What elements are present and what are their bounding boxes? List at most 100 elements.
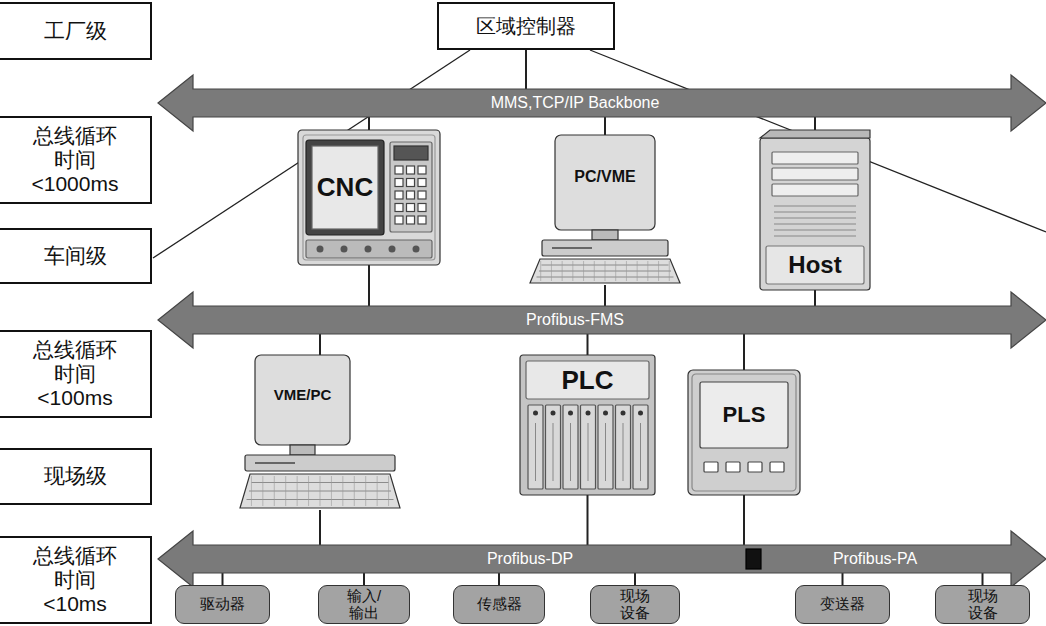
io-module (546, 405, 561, 489)
key-divider (658, 261, 659, 281)
vent-line (774, 236, 856, 237)
key (395, 191, 403, 199)
panel-button (726, 462, 740, 472)
key-divider (308, 476, 309, 506)
panel-button (748, 462, 762, 472)
bus-connector (319, 334, 321, 355)
monitor (255, 355, 350, 445)
panel-case (688, 370, 800, 495)
control-knob (389, 246, 396, 253)
illustration (530, 135, 680, 285)
bus-connector (222, 573, 224, 585)
vent-line (774, 224, 856, 225)
key-divider (572, 261, 573, 281)
computer-station: VME/PC (240, 355, 400, 510)
device-label: 变送器 (820, 596, 865, 613)
module-slot (570, 423, 571, 481)
pls-panel: PLS (688, 370, 800, 495)
cycle-time-box: 总线循环 时间 <100ms (0, 330, 152, 418)
drive-slot (255, 462, 295, 464)
key-divider (562, 261, 563, 281)
bus-connector (587, 334, 589, 355)
key-divider (637, 261, 638, 281)
key (418, 191, 426, 199)
control-knob (365, 246, 372, 253)
panel-button (770, 462, 784, 472)
controller-label: 区域控制器 (476, 15, 576, 38)
system-unit (542, 240, 668, 256)
device-label: 传感器 (477, 596, 522, 613)
cycle-time-box: 总线循环 时间 <1000ms (0, 116, 152, 204)
bus-connector (604, 117, 606, 135)
bus-connector (363, 573, 365, 585)
device-label: CNC (312, 146, 378, 229)
bus-connector (498, 573, 500, 585)
field-device-box: 传感器 (453, 585, 545, 624)
key (418, 179, 426, 187)
key-divider (297, 476, 298, 506)
control-knob (317, 246, 324, 253)
monitor (555, 135, 655, 230)
key-divider (274, 476, 275, 506)
bus-connector (982, 573, 984, 585)
bus-arrow: Profibus-DPProfibus-PA (158, 545, 1046, 573)
key (418, 166, 426, 174)
level-label: 总线循环 时间 <10ms (27, 544, 123, 616)
module-slot (640, 423, 641, 481)
key-divider (669, 261, 670, 281)
bus-label: Profibus-DP (487, 550, 573, 568)
key-divider (540, 261, 541, 281)
module-led (621, 411, 626, 416)
module-led (586, 411, 591, 416)
key (395, 166, 403, 174)
drive-bay (772, 184, 858, 196)
bus-connector (604, 285, 606, 306)
bus-connector (368, 265, 370, 306)
vent-line (774, 230, 856, 231)
io-module (598, 405, 613, 489)
module-led (533, 411, 538, 416)
pyramid-edge (153, 50, 470, 258)
key-divider (626, 261, 627, 281)
keypad-display (394, 146, 428, 160)
double-arrow (158, 292, 1046, 348)
host-server: Host (760, 130, 870, 290)
keyboard (530, 259, 680, 283)
key (418, 204, 426, 212)
key-divider (647, 261, 648, 281)
io-module (616, 405, 631, 489)
cabinet-bevel (303, 135, 435, 260)
key (407, 166, 415, 174)
bus-label: MMS,TCP/IP Backbone (491, 94, 660, 112)
field-device-box: 现场设备 (935, 585, 1030, 624)
level-label: 车间级 (27, 244, 123, 268)
level-label: 总线循环 时间 <100ms (27, 338, 123, 410)
device-label: VME/PC (263, 363, 342, 427)
key (407, 179, 415, 187)
module-led (551, 411, 556, 416)
module-slot (605, 423, 606, 481)
key-divider (285, 476, 286, 506)
name-panel (766, 246, 864, 284)
bus-connector (525, 50, 527, 89)
key-divider (388, 476, 389, 506)
bus-coupler (746, 549, 761, 569)
bus-connector (814, 117, 816, 130)
illustration (240, 355, 400, 510)
drive-bay (772, 168, 858, 180)
control-knob (341, 246, 348, 253)
drive-slot (552, 247, 592, 249)
key (395, 216, 403, 224)
io-module (581, 405, 596, 489)
bus-arrow: Profibus-FMS (158, 306, 1046, 334)
key-divider (594, 261, 595, 281)
computer-station: PC/VME (530, 135, 680, 285)
bus-connector (842, 573, 844, 585)
key-divider (262, 476, 263, 506)
field-device-box: 输入/输出 (318, 585, 410, 624)
key-divider (320, 476, 321, 506)
bus-connector (319, 510, 321, 545)
device-label: 现场设备 (615, 588, 655, 621)
rack-panel (526, 361, 649, 399)
